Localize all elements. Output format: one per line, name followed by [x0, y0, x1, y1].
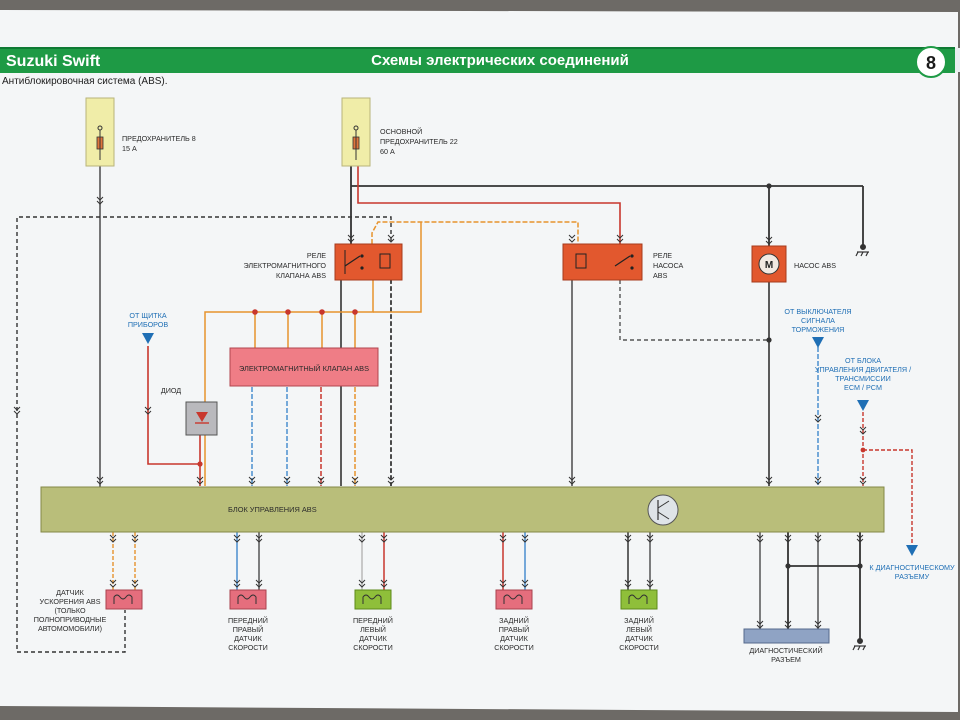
svg-text:ОТ ЩИТКА: ОТ ЩИТКА [129, 311, 166, 320]
svg-text:ДАТЧИК: ДАТЧИК [56, 588, 84, 597]
svg-text:ЭЛЕКТРОМАГНИТНОГО: ЭЛЕКТРОМАГНИТНОГО [243, 261, 326, 270]
svg-text:ДАТЧИК: ДАТЧИК [500, 634, 528, 643]
svg-text:СКОРОСТИ: СКОРОСТИ [494, 643, 534, 652]
label-instrument-cluster: ОТ ЩИТКА ПРИБОРОВ [128, 311, 169, 329]
sensor-rear-left-speed: ЗАДНИЙ ЛЕВЫЙ ДАТЧИК СКОРОСТИ [619, 589, 659, 652]
sensor-rear-right-speed: ЗАДНИЙ ПРАВЫЙ ДАТЧИК СКОРОСТИ [494, 589, 534, 652]
diagnostic-connector: ДИАГНОСТИЧЕСКИЙ РАЗЪЕМ [743, 628, 830, 664]
fuse-22: ОСНОВНОЙ ПРЕДОХРАНИТЕЛЬ 22 60 А [341, 97, 458, 167]
svg-text:БЛОК УПРАВЛЕНИЯ ABS: БЛОК УПРАВЛЕНИЯ ABS [228, 505, 317, 514]
pump-relay: РЕЛЕ НАСОСА ABS [562, 243, 683, 281]
svg-text:РЕЛЕ: РЕЛЕ [307, 251, 326, 260]
label-to-diagnostic-connector: К ДИАГНОСТИЧЕСКОМУ РАЗЪЕМУ [869, 563, 955, 581]
svg-text:ПРИБОРОВ: ПРИБОРОВ [128, 320, 169, 329]
svg-text:ДИОД: ДИОД [161, 386, 181, 395]
svg-text:СКОРОСТИ: СКОРОСТИ [228, 643, 268, 652]
svg-text:ПРЕДОХРАНИТЕЛЬ 22: ПРЕДОХРАНИТЕЛЬ 22 [380, 137, 458, 146]
svg-text:ЭЛЕКТРОМАГНИТНЫЙ КЛАПАН ABS: ЭЛЕКТРОМАГНИТНЫЙ КЛАПАН ABS [239, 364, 369, 373]
svg-text:РАЗЪЕМ: РАЗЪЕМ [771, 655, 801, 664]
svg-text:ЛЕВЫЙ: ЛЕВЫЙ [626, 625, 652, 634]
svg-text:(ТОЛЬКО: (ТОЛЬКО [54, 606, 86, 615]
page-number: 8 [926, 53, 936, 73]
paper-sheet [0, 10, 958, 712]
svg-text:УСКОРЕНИЯ ABS: УСКОРЕНИЯ ABS [40, 597, 101, 606]
svg-text:СКОРОСТИ: СКОРОСТИ [619, 643, 659, 652]
svg-text:ОТ ВЫКЛЮЧАТЕЛЯ: ОТ ВЫКЛЮЧАТЕЛЯ [784, 307, 851, 316]
svg-text:ПЕРЕДНИЙ: ПЕРЕДНИЙ [353, 616, 393, 625]
svg-text:ПЕРЕДНИЙ: ПЕРЕДНИЙ [228, 616, 268, 625]
svg-text:ПРАВЫЙ: ПРАВЫЙ [499, 625, 530, 634]
page-title: Схемы электрических соединений [371, 52, 629, 69]
label-ecm-pcm: ОТ БЛОКА УПРАВЛЕНИЯ ДВИГАТЕЛЯ / ТРАНСМИС… [815, 356, 911, 392]
svg-text:ДАТЧИК: ДАТЧИК [359, 634, 387, 643]
svg-text:ДАТЧИК: ДАТЧИК [234, 634, 262, 643]
section-subtitle: Антиблокировочная система (ABS). [2, 75, 168, 87]
valve-relay: РЕЛЕ ЭЛЕКТРОМАГНИТНОГО КЛАПАНА ABS [243, 243, 403, 281]
signal-arrows [142, 333, 918, 556]
junction-dots [197, 183, 866, 569]
svg-text:РАЗЪЕМУ: РАЗЪЕМУ [895, 572, 930, 581]
svg-text:СКОРОСТИ: СКОРОСТИ [353, 643, 393, 652]
svg-text:УПРАВЛЕНИЯ ДВИГАТЕЛЯ /: УПРАВЛЕНИЯ ДВИГАТЕЛЯ / [815, 365, 911, 374]
brand-title: Suzuki Swift [6, 53, 101, 70]
sensor-front-left-speed: ПЕРЕДНИЙ ЛЕВЫЙ ДАТЧИК СКОРОСТИ [353, 589, 393, 652]
svg-text:ПРАВЫЙ: ПРАВЫЙ [233, 625, 264, 634]
page-number-badge [915, 46, 947, 78]
svg-text:ТОРМОЖЕНИЯ: ТОРМОЖЕНИЯ [792, 325, 845, 334]
svg-text:ЗАДНИЙ: ЗАДНИЙ [624, 616, 654, 625]
svg-text:ПРЕДОХРАНИТЕЛЬ 8: ПРЕДОХРАНИТЕЛЬ 8 [122, 134, 196, 143]
svg-text:ЛЕВЫЙ: ЛЕВЫЙ [360, 625, 386, 634]
svg-text:M: M [765, 260, 773, 271]
label-brake-switch: ОТ ВЫКЛЮЧАТЕЛЯ СИГНАЛА ТОРМОЖЕНИЯ [784, 307, 851, 334]
svg-text:НАСОСА: НАСОСА [653, 261, 683, 270]
abs-control-unit: БЛОК УПРАВЛЕНИЯ ABS [40, 486, 885, 533]
svg-text:ТРАНСМИССИИ: ТРАНСМИССИИ [835, 374, 891, 383]
svg-text:ДАТЧИК: ДАТЧИК [625, 634, 653, 643]
diode: ДИОД [161, 386, 218, 436]
abs-pump-motor: M НАСОС ABS [751, 245, 836, 283]
header-band: Suzuki Swift Схемы электрических соедине… [0, 46, 955, 78]
svg-text:ABS: ABS [653, 271, 668, 280]
svg-text:ECM / PCM: ECM / PCM [844, 383, 882, 392]
svg-text:ПОЛНОПРИВОДНЫЕ: ПОЛНОПРИВОДНЫЕ [34, 615, 107, 624]
svg-text:К ДИАГНОСТИЧЕСКОМУ: К ДИАГНОСТИЧЕСКОМУ [869, 563, 955, 572]
sensor-front-right-speed: ПЕРЕДНИЙ ПРАВЫЙ ДАТЧИК СКОРОСТИ [228, 589, 268, 652]
sensor-acceleration: ДАТЧИК УСКОРЕНИЯ ABS (ТОЛЬКО ПОЛНОПРИВОД… [34, 588, 143, 633]
svg-text:60 А: 60 А [380, 147, 395, 156]
svg-text:АВТОМОМОБИЛИ): АВТОМОМОБИЛИ) [38, 624, 102, 633]
svg-text:РЕЛЕ: РЕЛЕ [653, 251, 672, 260]
svg-text:ОСНОВНОЙ: ОСНОВНОЙ [380, 127, 422, 136]
svg-text:ЗАДНИЙ: ЗАДНИЙ [499, 616, 529, 625]
svg-text:ОТ БЛОКА: ОТ БЛОКА [845, 356, 881, 365]
ground-symbols [852, 244, 869, 651]
svg-text:15 А: 15 А [122, 144, 137, 153]
abs-solenoid-valve: ЭЛЕКТРОМАГНИТНЫЙ КЛАПАН ABS [229, 347, 379, 387]
svg-text:КЛАПАНА ABS: КЛАПАНА ABS [276, 271, 326, 280]
svg-text:СИГНАЛА: СИГНАЛА [801, 316, 835, 325]
fuse-8: ПРЕДОХРАНИТЕЛЬ 8 15 А [85, 97, 196, 167]
svg-text:ДИАГНОСТИЧЕСКИЙ: ДИАГНОСТИЧЕСКИЙ [749, 646, 822, 655]
svg-text:НАСОС ABS: НАСОС ABS [794, 261, 836, 270]
